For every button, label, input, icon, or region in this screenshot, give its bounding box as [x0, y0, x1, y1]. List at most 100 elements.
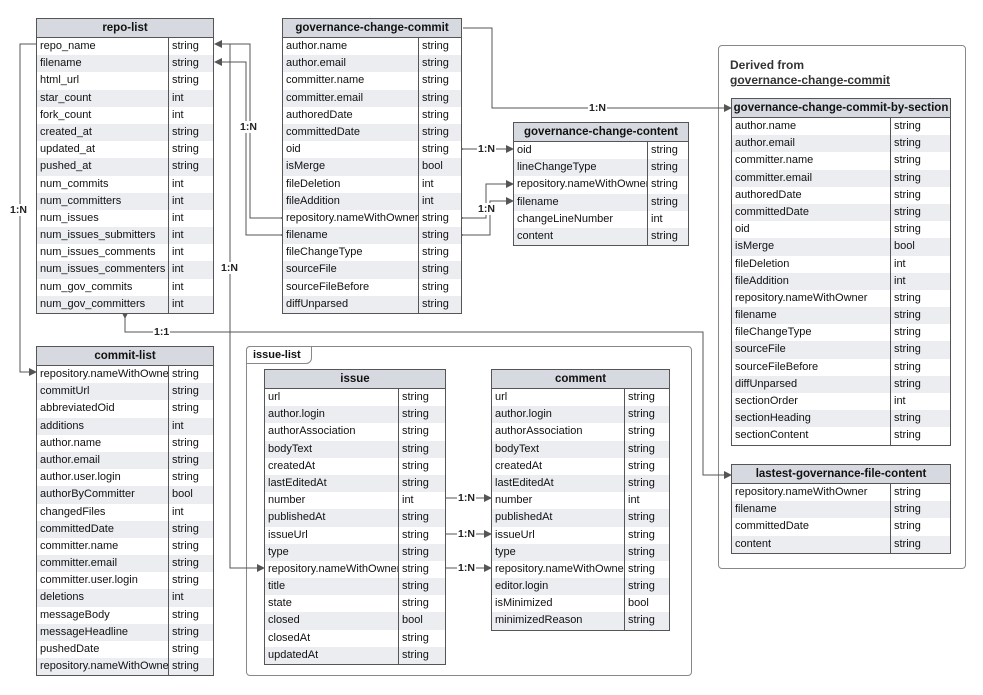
derived-source-link[interactable]: governance-change-commit	[730, 73, 891, 87]
